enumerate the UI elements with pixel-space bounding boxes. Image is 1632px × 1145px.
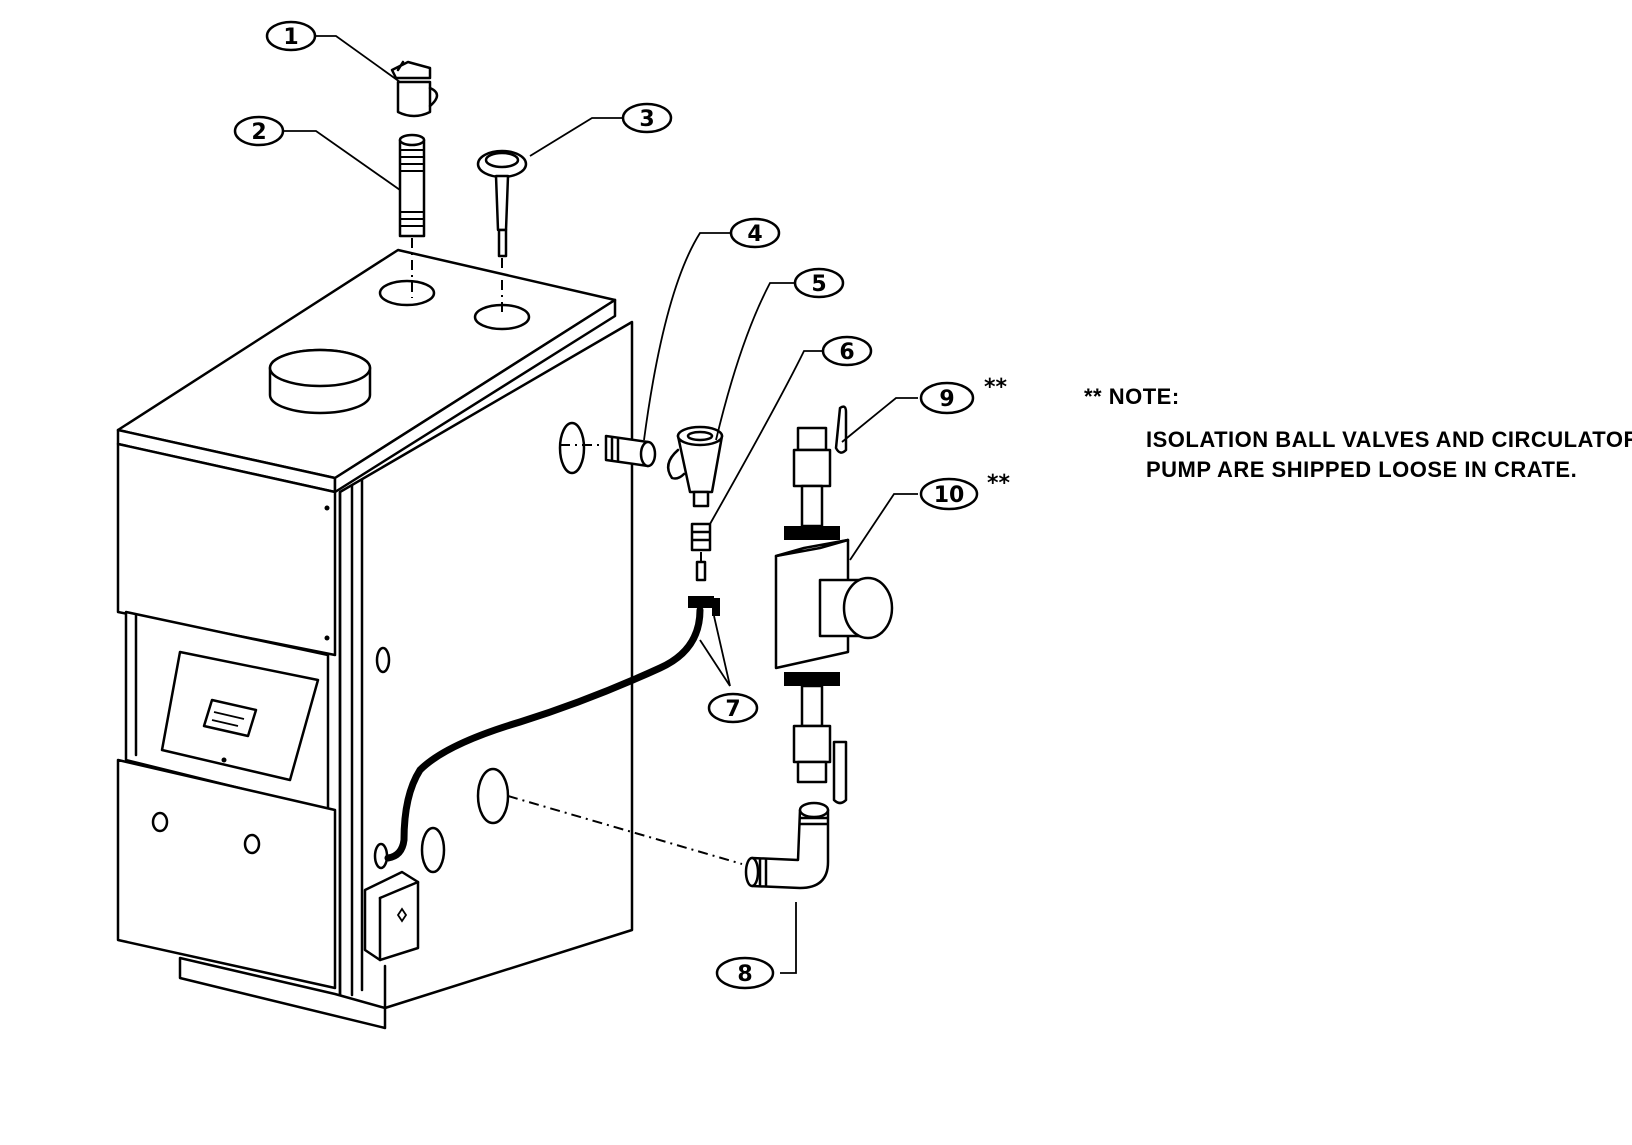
callout-5: 5: [793, 267, 845, 299]
callout-5-label: 5: [811, 272, 826, 297]
callout-2: 2: [233, 115, 285, 147]
reducer-part: [690, 522, 712, 582]
callout-10: 10 **: [919, 471, 1011, 511]
circulator-assembly-part: [774, 405, 894, 805]
condensate-tube-part: [384, 596, 720, 862]
note-line-2: PUMP ARE SHIPPED LOOSE IN CRATE.: [1146, 457, 1577, 482]
callout-1: 1: [265, 20, 317, 52]
callout-6-label: 6: [839, 340, 854, 365]
callout-3-label: 3: [639, 107, 654, 132]
elbow-part: [507, 795, 830, 890]
callout-2-label: 2: [251, 120, 266, 145]
callout-9-label: 9: [939, 387, 954, 412]
callout-8-label: 8: [737, 962, 752, 987]
callout-10-mark: **: [987, 471, 1011, 496]
callout-7: 7: [707, 692, 759, 724]
callout-9: 9 **: [919, 375, 1008, 415]
drain-valve-part: [666, 425, 724, 508]
gauge-part: [476, 149, 528, 315]
callout-8: 8: [715, 956, 775, 990]
pipe-nipple-part: [398, 133, 426, 298]
callout-9-mark: **: [984, 375, 1008, 400]
callout-4-label: 4: [747, 222, 762, 247]
note-heading: ** NOTE:: [1084, 384, 1180, 409]
flue-collar: [268, 348, 372, 415]
callout-1-label: 1: [283, 25, 298, 50]
shipping-note: ** NOTE: ISOLATION BALL VALVES AND CIRCU…: [1084, 384, 1632, 482]
leader-lines: [282, 35, 918, 974]
boiler-cabinet: [116, 248, 634, 1030]
callout-7-label: 7: [725, 697, 740, 722]
note-line-1: ISOLATION BALL VALVES AND CIRCULATOR: [1146, 427, 1632, 452]
relief-valve-part: [390, 60, 439, 118]
callout-3: 3: [621, 102, 673, 134]
return-fitting-part: [560, 434, 657, 468]
callout-10-label: 10: [934, 483, 965, 508]
callout-4: 4: [729, 217, 781, 249]
callout-6: 6: [821, 335, 873, 367]
